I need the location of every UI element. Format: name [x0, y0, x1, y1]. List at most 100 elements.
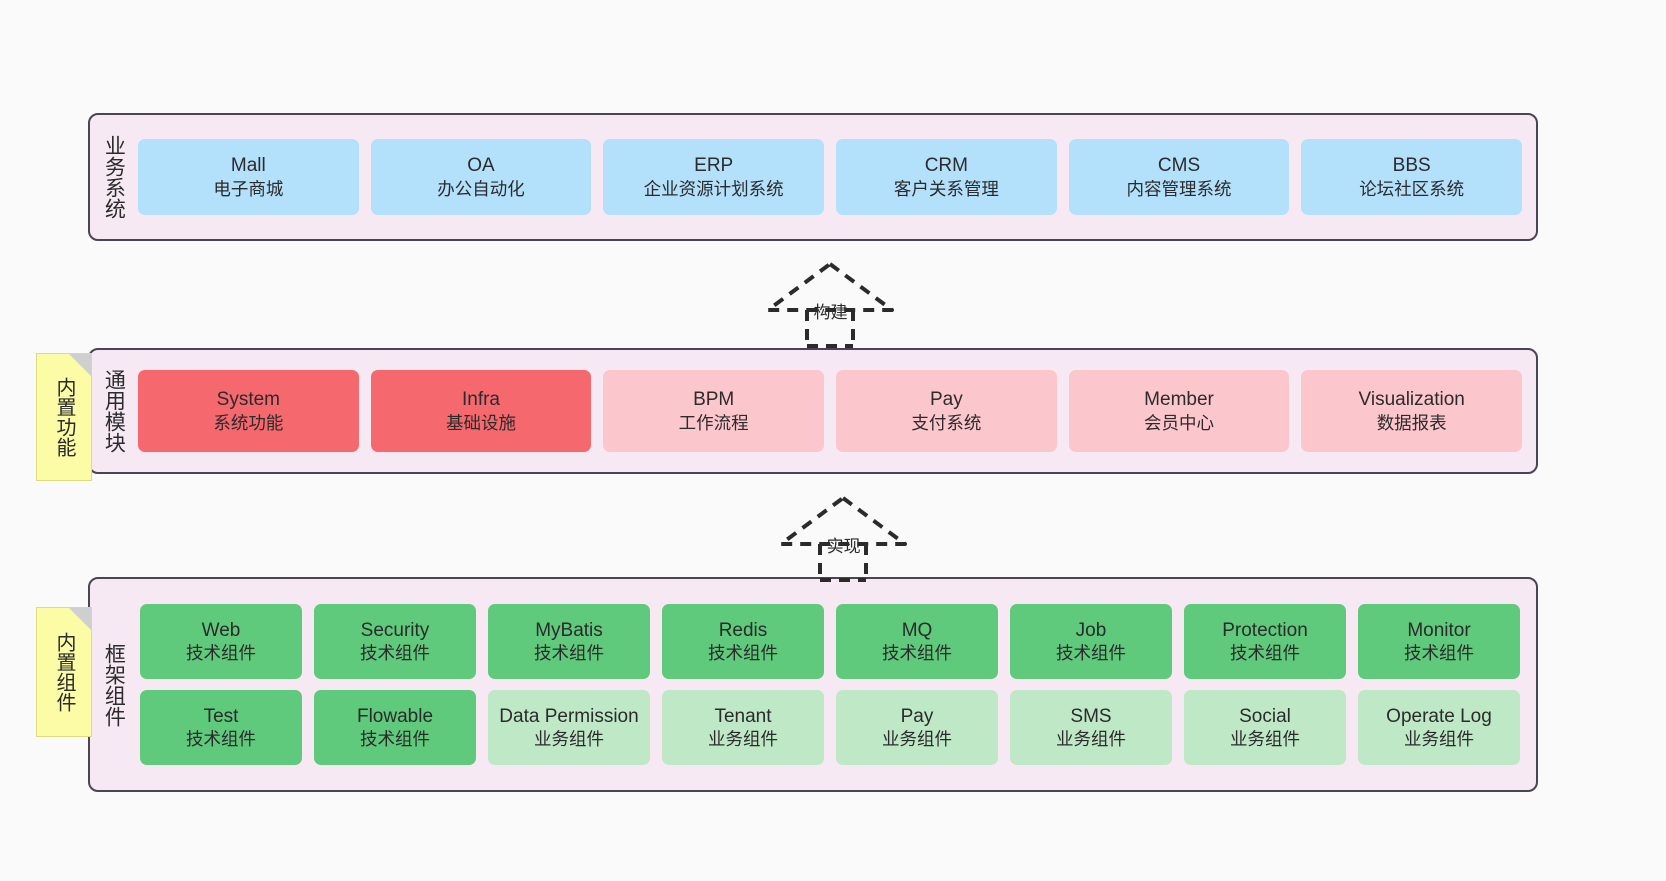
card-bbs-cn: 论坛社区系统 [1359, 178, 1465, 199]
card-mybatis-en: MyBatis [535, 619, 603, 641]
connector-build: 构建 [755, 258, 905, 348]
card-mall-en: Mall [230, 155, 266, 176]
card-mq-cn: 技术组件 [882, 643, 952, 664]
connector-build-label: 构建 [813, 303, 848, 322]
card-job[interactable]: Job 技术组件 [1010, 604, 1172, 679]
card-mq[interactable]: MQ 技术组件 [836, 604, 998, 679]
card-test-en: Test [203, 705, 239, 727]
card-social-en: Social [1239, 705, 1291, 727]
card-sms-en: SMS [1070, 705, 1112, 727]
card-bpm[interactable]: BPM 工作流程 [603, 370, 825, 452]
card-infra-cn: 基础设施 [446, 412, 516, 433]
common-module-card-list: System 系统功能 Infra 基础设施 BPM 工作流程 Pay 支付系统… [136, 350, 1536, 472]
card-protection-cn: 技术组件 [1230, 643, 1300, 664]
layer-business-system-label: 业务系统 [102, 135, 126, 219]
sticky-note-builtin-function[interactable]: 内置功能 [36, 353, 92, 481]
card-erp[interactable]: ERP 企业资源计划系统 [603, 139, 825, 215]
card-oa-cn: 办公自动化 [437, 178, 525, 199]
card-job-cn: 技术组件 [1056, 643, 1126, 664]
card-flowable-cn: 技术组件 [360, 729, 430, 750]
card-pay-component-cn: 业务组件 [882, 729, 952, 750]
card-pay-module-cn: 支付系统 [911, 412, 982, 433]
card-monitor-en: Monitor [1407, 619, 1471, 641]
card-security-cn: 技术组件 [360, 643, 430, 664]
card-member[interactable]: Member 会员中心 [1068, 370, 1290, 452]
connector-build-arrow-icon [766, 262, 894, 348]
card-bpm-en: BPM [693, 389, 735, 410]
card-cms-cn: 内容管理系统 [1126, 178, 1232, 199]
connector-implement: 实现 [768, 492, 918, 582]
connector-implement-arrow-icon [779, 496, 907, 582]
card-job-en: Job [1075, 619, 1107, 641]
card-crm-cn: 客户关系管理 [893, 178, 999, 199]
sticky-fold-corner-icon [69, 608, 91, 630]
card-mq-en: MQ [901, 619, 933, 641]
card-operate-log[interactable]: Operate Log 业务组件 [1358, 690, 1520, 765]
card-system[interactable]: System 系统功能 [138, 370, 359, 452]
card-monitor[interactable]: Monitor 技术组件 [1358, 604, 1520, 679]
sticky-note-builtin-component[interactable]: 内置组件 [36, 607, 92, 737]
card-pay-component[interactable]: Pay 业务组件 [836, 690, 998, 765]
card-monitor-cn: 技术组件 [1404, 643, 1474, 664]
card-system-cn: 系统功能 [213, 412, 284, 433]
card-visualization[interactable]: Visualization 数据报表 [1301, 370, 1523, 452]
card-mybatis[interactable]: MyBatis 技术组件 [488, 604, 650, 679]
card-member-cn: 会员中心 [1144, 412, 1215, 433]
layer-business-system: 业务系统 Mall 电子商城 OA 办公自动化 ERP 企业资源计划系统 CRM… [88, 113, 1538, 241]
layer-framework-component: 框架组件 Web 技术组件 Security 技术组件 MyBatis 技术组件… [88, 577, 1538, 792]
card-pay-component-en: Pay [900, 705, 934, 727]
card-redis-en: Redis [718, 619, 768, 641]
card-operate-log-en: Operate Log [1386, 705, 1492, 727]
framework-tech-component-row: Web 技术组件 Security 技术组件 MyBatis 技术组件 Redi… [140, 604, 1520, 679]
card-web-cn: 技术组件 [186, 643, 256, 664]
card-erp-en: ERP [694, 155, 734, 176]
layer-common-module: 通用模块 System 系统功能 Infra 基础设施 BPM 工作流程 Pay… [88, 348, 1538, 474]
card-system-en: System [216, 389, 281, 410]
card-visualization-cn: 数据报表 [1376, 412, 1447, 433]
card-data-permission[interactable]: Data Permission 业务组件 [488, 690, 650, 765]
card-web-en: Web [201, 619, 241, 641]
card-test[interactable]: Test 技术组件 [140, 690, 302, 765]
business-system-card-list: Mall 电子商城 OA 办公自动化 ERP 企业资源计划系统 CRM 客户关系… [136, 115, 1536, 239]
card-tenant-en: Tenant [714, 705, 772, 727]
card-protection[interactable]: Protection 技术组件 [1184, 604, 1346, 679]
card-cms-en: CMS [1157, 155, 1201, 176]
card-oa[interactable]: OA 办公自动化 [370, 139, 592, 215]
framework-business-component-row: Test 技术组件 Flowable 技术组件 Data Permission … [140, 690, 1520, 765]
card-redis[interactable]: Redis 技术组件 [662, 604, 824, 679]
card-mybatis-cn: 技术组件 [534, 643, 604, 664]
card-redis-cn: 技术组件 [708, 643, 778, 664]
card-data-permission-en: Data Permission [499, 705, 639, 727]
card-web[interactable]: Web 技术组件 [140, 604, 302, 679]
card-flowable[interactable]: Flowable 技术组件 [314, 690, 476, 765]
layer-common-module-label: 通用模块 [102, 369, 126, 453]
card-bbs[interactable]: BBS 论坛社区系统 [1301, 139, 1523, 215]
card-operate-log-cn: 业务组件 [1404, 729, 1474, 750]
layer-framework-component-label: 框架组件 [102, 642, 126, 727]
card-oa-en: OA [467, 155, 495, 176]
card-flowable-en: Flowable [356, 705, 434, 727]
card-sms[interactable]: SMS 业务组件 [1010, 690, 1172, 765]
card-security[interactable]: Security 技术组件 [314, 604, 476, 679]
card-data-permission-cn: 业务组件 [534, 729, 604, 750]
card-cms[interactable]: CMS 内容管理系统 [1068, 139, 1290, 215]
card-pay-module[interactable]: Pay 支付系统 [836, 370, 1057, 452]
card-mall[interactable]: Mall 电子商城 [138, 139, 359, 215]
card-bpm-cn: 工作流程 [678, 412, 749, 433]
card-crm-en: CRM [924, 155, 968, 176]
framework-component-card-grid: Web 技术组件 Security 技术组件 MyBatis 技术组件 Redi… [136, 579, 1536, 790]
card-infra-en: Infra [461, 389, 501, 410]
card-tenant[interactable]: Tenant 业务组件 [662, 690, 824, 765]
sticky-note-builtin-function-label: 内置功能 [53, 377, 75, 457]
card-social[interactable]: Social 业务组件 [1184, 690, 1346, 765]
card-sms-cn: 业务组件 [1056, 729, 1126, 750]
sticky-fold-corner-icon [69, 354, 91, 376]
card-visualization-en: Visualization [1358, 389, 1465, 410]
card-crm[interactable]: CRM 客户关系管理 [836, 139, 1057, 215]
card-pay-module-en: Pay [929, 389, 963, 410]
card-infra[interactable]: Infra 基础设施 [370, 370, 592, 452]
card-mall-cn: 电子商城 [213, 178, 284, 199]
card-social-cn: 业务组件 [1230, 729, 1300, 750]
card-member-en: Member [1144, 389, 1214, 410]
